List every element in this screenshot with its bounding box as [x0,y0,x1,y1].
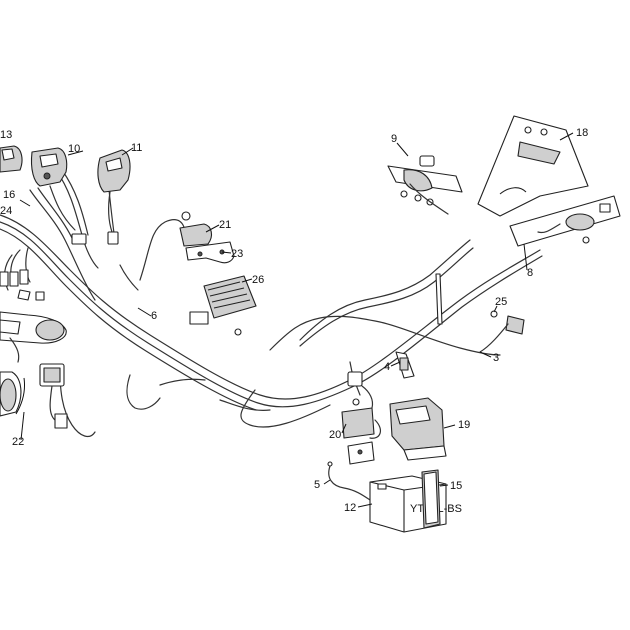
callout-12: 12 [344,502,356,514]
callout-11: 11 [131,142,142,154]
battery-strap [421,469,441,529]
callout-26: 26 [252,274,264,286]
callout-15: 15 [450,480,462,492]
ignition-sensor [179,211,213,247]
callout-6: 6 [151,310,157,322]
callout-25: 25 [495,296,507,308]
battery-lead [327,461,371,501]
callout-16: 16 [3,189,15,201]
callout-20: 20 [329,429,341,441]
voltage-regulator [189,275,257,336]
horn [0,371,25,417]
callout-18: 18 [576,127,588,139]
starter-relay [341,371,375,465]
handlebar-switch [30,147,87,245]
callout-19: 19 [458,419,470,431]
callout-13: 13 [0,129,12,141]
relay-module [39,363,68,429]
callout-5: 5 [314,479,320,491]
license-plate-light [509,195,621,247]
rear-sensor [479,310,525,353]
callout-labels: 13 10 11 16 24 21 23 26 6 9 18 8 25 3 4 … [0,127,588,514]
main-wiring-harness [0,169,543,439]
turn-signal-lamp [0,311,67,363]
left-switch-assembly [0,145,23,173]
callout-10: 10 [68,143,80,155]
callout-21: 21 [219,219,231,231]
callout-3: 3 [493,352,499,364]
connector-bundle-left [0,269,45,301]
leader-lines [19,132,574,508]
callout-4: 4 [384,361,390,373]
cable-tie [435,273,443,325]
callout-23: 23 [231,248,243,260]
callout-8: 8 [527,267,533,279]
battery: YTX4L-BS [369,475,462,533]
fuse-holder [395,351,415,379]
rear-fender-bracket [477,115,589,217]
right-switch [97,149,131,245]
callout-9: 9 [391,133,397,145]
callout-24: 24 [0,205,12,217]
callout-22: 22 [12,436,24,448]
battery-cover [389,397,447,461]
cdi-unit [387,155,463,215]
